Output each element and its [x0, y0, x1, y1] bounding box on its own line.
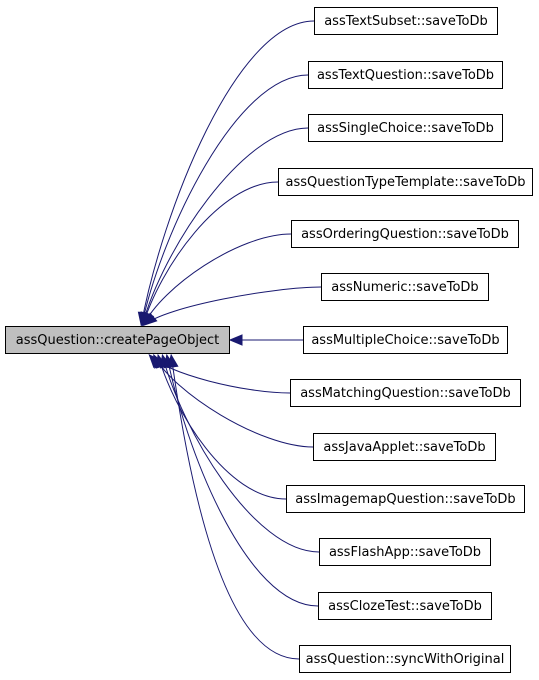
call-edge [144, 286, 322, 326]
caller-node-ass-matching-question-save-to-db[interactable]: assMatchingQuestion::saveToDb [290, 379, 521, 407]
caller-node-ass-question-sync-with-original[interactable]: assQuestion::syncWithOriginal [299, 645, 511, 673]
caller-node-ass-text-subset-save-to-db[interactable]: assTextSubset::saveToDb [314, 7, 498, 35]
call-edge [142, 181, 279, 326]
call-edge [153, 354, 314, 448]
arrowhead-icon [143, 312, 158, 326]
call-edge [170, 354, 300, 660]
caller-node-ass-question-type-template-save-to-db[interactable]: assQuestionTypeTemplate::saveToDb [278, 168, 533, 196]
call-edge [166, 354, 319, 607]
call-edge [141, 127, 309, 326]
call-edge [143, 233, 292, 326]
call-edge [141, 74, 309, 326]
caller-node-ass-multiple-choice-save-to-db[interactable]: assMultipleChoice::saveToDb [303, 326, 508, 354]
caller-node-ass-flash-app-save-to-db[interactable]: assFlashApp::saveToDb [319, 538, 491, 566]
call-edge [140, 20, 315, 326]
arrowhead-icon [228, 334, 243, 346]
caller-node-ass-ordering-question-save-to-db[interactable]: assOrderingQuestion::saveToDb [291, 220, 519, 248]
arrowhead-icon [167, 353, 179, 369]
call-edge [157, 354, 287, 500]
call-edge [161, 354, 320, 553]
caller-node-ass-single-choice-save-to-db[interactable]: assSingleChoice::saveToDb [308, 114, 503, 142]
caller-node-ass-cloze-test-save-to-db[interactable]: assClozeTest::saveToDb [318, 592, 492, 620]
focus-node: assQuestion::createPageObject [5, 326, 230, 354]
caller-node-ass-java-applet-save-to-db[interactable]: assJavaApplet::saveToDb [313, 433, 496, 461]
caller-node-ass-imagemap-question-save-to-db[interactable]: assImagemapQuestion::saveToDb [286, 485, 525, 513]
caller-node-ass-numeric-save-to-db[interactable]: assNumeric::saveToDb [321, 273, 489, 301]
caller-node-ass-text-question-save-to-db[interactable]: assTextQuestion::saveToDb [308, 61, 503, 89]
